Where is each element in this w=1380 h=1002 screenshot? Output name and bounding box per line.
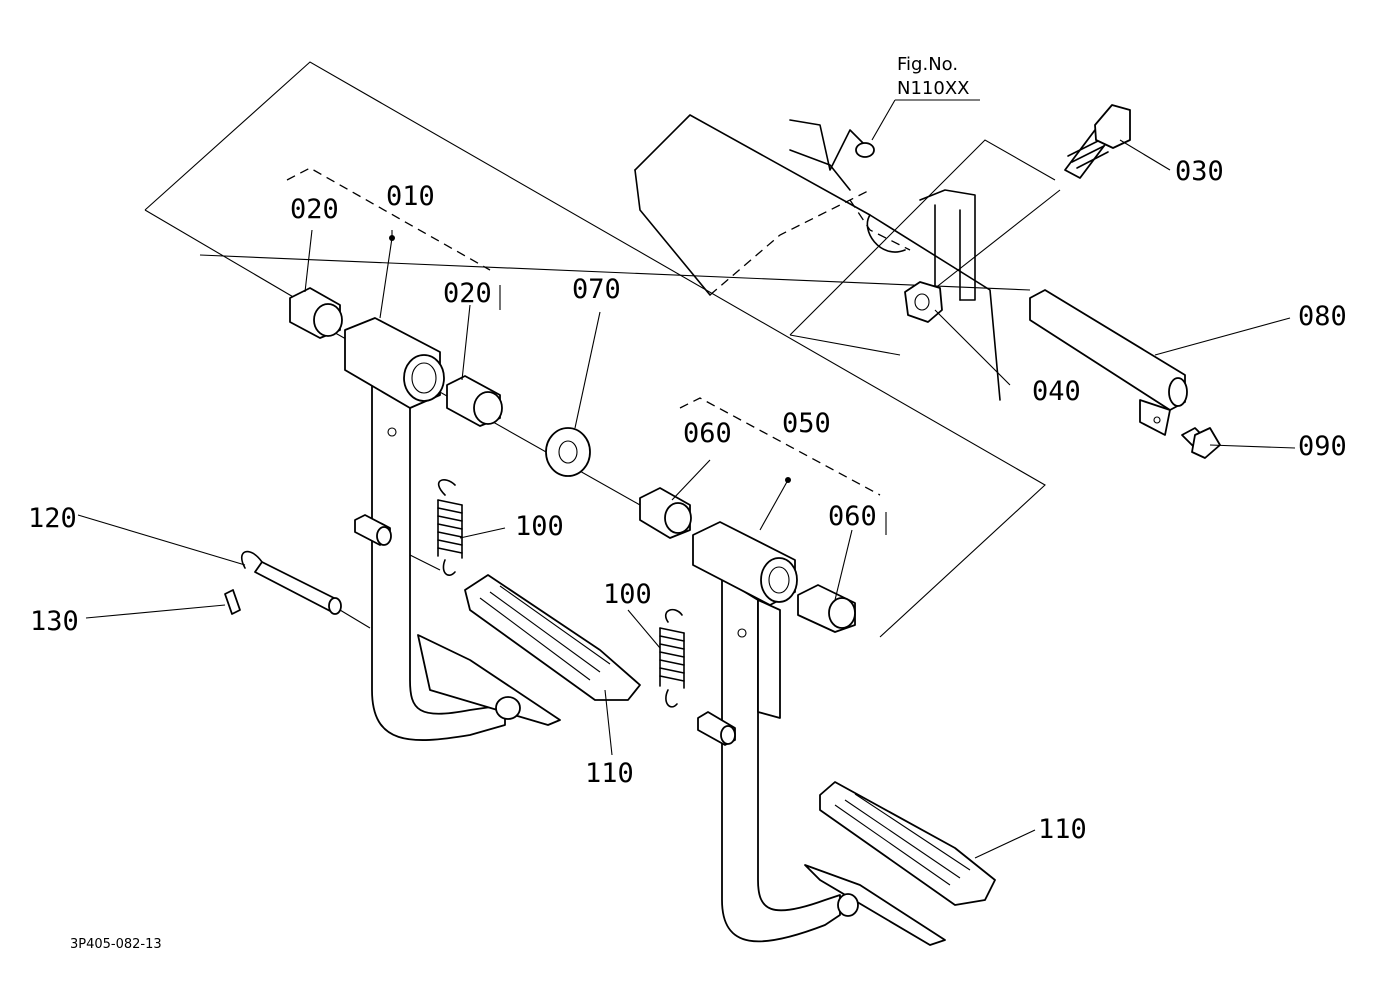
part-020-bushing-right [446, 375, 503, 427]
part-060-bushing-left [639, 487, 692, 539]
callout-090: 090 [1298, 431, 1347, 462]
callout-030: 030 [1175, 156, 1224, 187]
part-120-clevis-pin [240, 550, 342, 615]
callout-010: 010 [386, 181, 435, 212]
callout-110-right: 110 [1038, 814, 1087, 845]
callout-020-left: 020 [290, 194, 339, 225]
callout-080: 080 [1298, 301, 1347, 332]
part-080-shaft [1029, 289, 1188, 436]
assembly-plane-right [789, 139, 1056, 356]
axis-lines [199, 189, 1061, 629]
callout-040: 040 [1032, 376, 1081, 407]
part-010-pedal-arm [344, 317, 506, 741]
callout-020-right: 020 [443, 278, 492, 309]
assembly-plane-left [144, 61, 1046, 638]
part-070-washer [545, 427, 591, 477]
callout-060-right: 060 [828, 501, 877, 532]
callout-100-right: 100 [603, 579, 652, 610]
part-100-spring-left [437, 479, 463, 576]
fig-no-value: N110XX [897, 78, 969, 99]
part-030-bolt [1064, 104, 1131, 179]
part-060-bushing-right [797, 584, 856, 633]
part-020-bushing-left [289, 287, 343, 339]
part-040-nut [904, 281, 943, 323]
spring-pins [354, 514, 736, 746]
callout-110-left: 110 [585, 758, 634, 789]
callout-labels: Fig.No. N110XX 010 020 020 070 030 080 0… [28, 54, 1347, 952]
callout-120: 120 [28, 503, 77, 534]
callout-050: 050 [782, 408, 831, 439]
subassembly-bracket-010 [286, 167, 501, 310]
leader-lines [77, 99, 1296, 859]
frame-bracket [634, 114, 1001, 401]
part-110-pedal-pad-right [804, 781, 996, 946]
fig-no-label: Fig.No. [897, 54, 958, 75]
callout-060-left: 060 [683, 418, 732, 449]
callout-070: 070 [572, 274, 621, 305]
callout-130: 130 [30, 606, 79, 637]
part-110-pedal-pad-left [417, 574, 641, 726]
part-050-pedal-arm [692, 521, 841, 943]
part-100-spring-right [659, 608, 685, 708]
part-130-split-pin [224, 589, 241, 615]
subassembly-bracket-050 [679, 397, 887, 535]
callout-100-left: 100 [515, 511, 564, 542]
drawing-code: 3P405-082-13 [70, 937, 162, 952]
part-090-bolt [1181, 427, 1221, 459]
